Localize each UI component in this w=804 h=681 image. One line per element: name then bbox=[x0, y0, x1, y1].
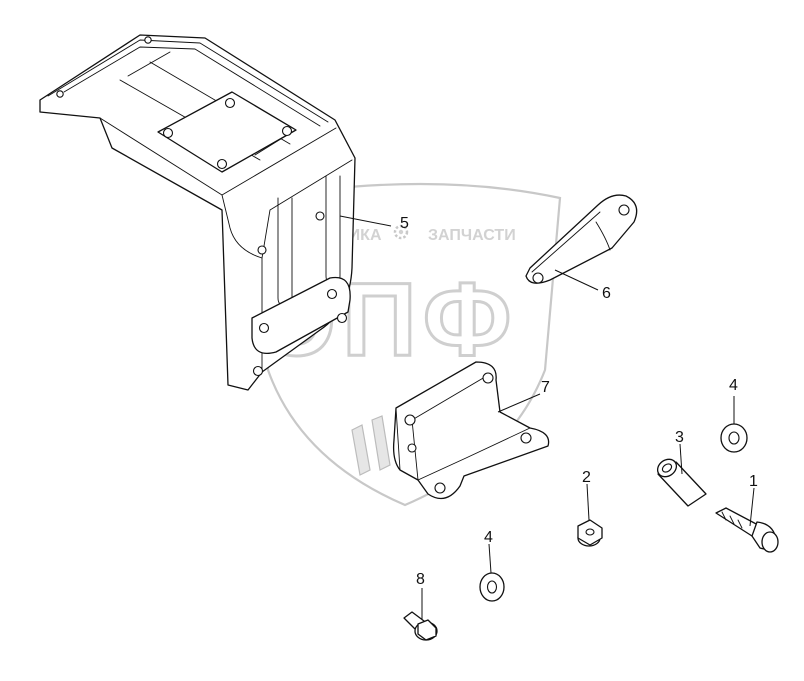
callout-7: 7 bbox=[541, 379, 550, 396]
callout-6: 6 bbox=[602, 285, 611, 302]
bracket-part-5 bbox=[39, 34, 356, 391]
callout-4-lower: 4 bbox=[484, 529, 493, 546]
link-arm-part-6 bbox=[525, 194, 638, 284]
bolt-part-1 bbox=[715, 507, 779, 553]
angle-bracket-part-7 bbox=[392, 361, 550, 500]
callout-8: 8 bbox=[416, 571, 425, 588]
callout-4-upper: 4 bbox=[729, 377, 738, 394]
callout-1: 1 bbox=[749, 473, 758, 490]
washer-part-4-lower bbox=[479, 572, 505, 602]
gear-icon bbox=[393, 224, 409, 240]
callout-2: 2 bbox=[582, 469, 591, 486]
callout-5: 5 bbox=[400, 215, 409, 232]
bolt-part-8 bbox=[403, 611, 438, 641]
watermark-brand-right: ЗАПЧАСТИ bbox=[428, 227, 516, 244]
spacer-sleeve-part-3 bbox=[656, 458, 707, 507]
callouts: 1 2 3 4 4 5 6 7 8 bbox=[400, 215, 758, 588]
leader-lines bbox=[339, 215, 755, 620]
callout-3: 3 bbox=[675, 429, 684, 446]
flange-nut-part-2 bbox=[577, 519, 603, 547]
washer-part-4-upper bbox=[720, 423, 748, 453]
